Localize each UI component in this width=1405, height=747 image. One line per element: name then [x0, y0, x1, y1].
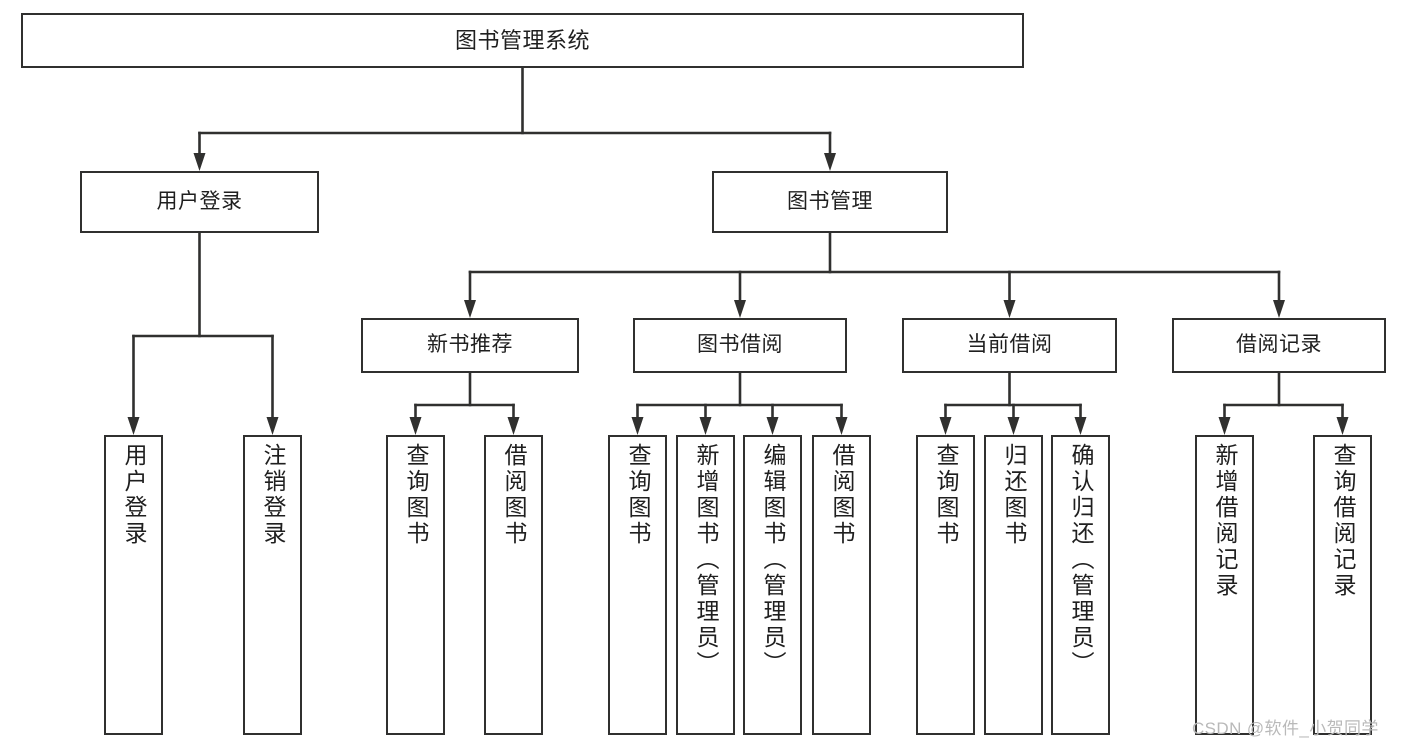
- node-login[interactable]: 用户登录: [80, 171, 319, 233]
- node-bo-query[interactable]: 查询图书: [608, 435, 667, 735]
- node-current[interactable]: 当前借阅: [902, 318, 1117, 373]
- node-bookmgmt[interactable]: 图书管理: [712, 171, 948, 233]
- node-rec-add[interactable]: 新增借阅记录: [1195, 435, 1254, 735]
- arrowhead-bo-query: [631, 417, 644, 435]
- arrowhead-login: [193, 153, 206, 171]
- node-label-bookmgmt: 图书管理: [787, 189, 873, 213]
- node-label-new-borrow: 借阅图书: [501, 443, 527, 547]
- node-label-login-out: 注销登录: [260, 443, 286, 547]
- arrowhead-bo-edit: [766, 417, 779, 435]
- node-label-login: 用户登录: [156, 189, 243, 213]
- node-records[interactable]: 借阅记录: [1172, 318, 1386, 373]
- node-label-root: 图书管理系统: [454, 27, 590, 53]
- node-label-login-in: 用户登录: [121, 443, 147, 547]
- node-bo-edit[interactable]: 编辑图书（管理员）: [743, 435, 802, 735]
- node-label-newbook: 新书推荐: [427, 333, 513, 357]
- arrowhead-bookmgmt: [824, 153, 836, 171]
- node-label-cur-query: 查询图书: [933, 443, 959, 547]
- node-cur-return[interactable]: 归还图书: [984, 435, 1043, 735]
- node-bo-borrow[interactable]: 借阅图书: [812, 435, 871, 735]
- arrowhead-newbook: [464, 300, 476, 318]
- watermark-text: CSDN @软件_小贺同学: [1192, 719, 1379, 738]
- arrowhead-cur-return: [1007, 417, 1020, 435]
- node-label-bo-query: 查询图书: [625, 443, 651, 547]
- node-new-query[interactable]: 查询图书: [386, 435, 445, 735]
- node-label-borrow: 图书借阅: [697, 333, 783, 357]
- arrowhead-records: [1273, 300, 1285, 318]
- arrowhead-login-out: [266, 417, 279, 435]
- node-label-current: 当前借阅: [966, 333, 1053, 357]
- node-label-rec-query: 查询借阅记录: [1330, 443, 1356, 599]
- node-label-cur-confirm: 确认归还（管理员）: [1068, 443, 1094, 677]
- node-newbook[interactable]: 新书推荐: [361, 318, 579, 373]
- node-label-bo-add: 新增图书（管理员）: [693, 443, 719, 677]
- node-root[interactable]: 图书管理系统: [21, 13, 1024, 68]
- arrowhead-bo-borrow: [835, 417, 848, 435]
- arrowhead-new-query: [409, 417, 422, 435]
- node-label-rec-add: 新增借阅记录: [1212, 443, 1238, 599]
- node-label-new-query: 查询图书: [403, 443, 429, 547]
- arrowhead-rec-query: [1336, 417, 1349, 435]
- node-label-records: 借阅记录: [1236, 333, 1322, 357]
- node-login-in[interactable]: 用户登录: [104, 435, 163, 735]
- arrowhead-current: [1003, 300, 1016, 318]
- node-label-bo-edit: 编辑图书（管理员）: [760, 443, 786, 677]
- arrowhead-rec-add: [1218, 417, 1231, 435]
- node-rec-query[interactable]: 查询借阅记录: [1313, 435, 1372, 735]
- node-label-cur-return: 归还图书: [1001, 443, 1027, 547]
- node-cur-query[interactable]: 查询图书: [916, 435, 975, 735]
- node-new-borrow[interactable]: 借阅图书: [484, 435, 543, 735]
- node-label-bo-borrow: 借阅图书: [829, 443, 855, 547]
- arrowhead-new-borrow: [507, 417, 520, 435]
- arrowhead-bo-add: [699, 417, 712, 435]
- node-bo-add[interactable]: 新增图书（管理员）: [676, 435, 735, 735]
- arrowhead-cur-confirm: [1074, 417, 1087, 435]
- node-login-out[interactable]: 注销登录: [243, 435, 302, 735]
- arrowhead-borrow: [734, 300, 746, 318]
- node-borrow[interactable]: 图书借阅: [633, 318, 847, 373]
- arrowhead-cur-query: [939, 417, 952, 435]
- arrowhead-login-in: [127, 417, 140, 435]
- node-cur-confirm[interactable]: 确认归还（管理员）: [1051, 435, 1110, 735]
